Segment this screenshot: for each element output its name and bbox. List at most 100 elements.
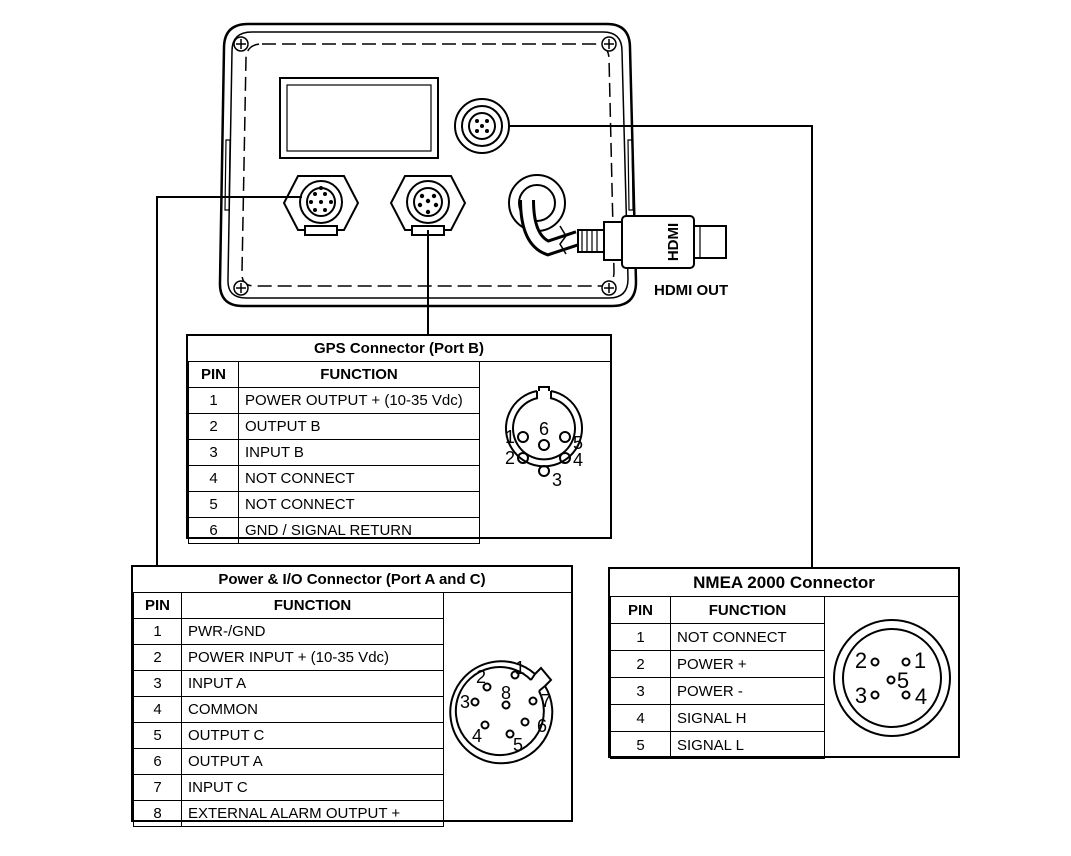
pin-cell: 2 bbox=[133, 644, 182, 671]
pin-cell: 5 bbox=[133, 722, 182, 749]
gps-pin-label: 4 bbox=[573, 450, 583, 470]
function-cell: NOT CONNECT bbox=[670, 623, 825, 651]
function-header: FUNCTION bbox=[238, 361, 480, 388]
leader-lines bbox=[156, 125, 813, 570]
power-table-title: Power & I/O Connector (Port A and C) bbox=[133, 567, 571, 593]
function-cell: INPUT A bbox=[181, 670, 444, 697]
gps-pinout: 1 6 5 2 4 3 bbox=[505, 386, 583, 490]
power-pin-label: 7 bbox=[541, 691, 551, 711]
pin-header: PIN bbox=[133, 592, 182, 619]
display-window bbox=[279, 77, 439, 159]
pin-cell: 5 bbox=[188, 491, 239, 518]
pin-cell: 4 bbox=[188, 465, 239, 492]
hdmi-out-label: HDMI OUT bbox=[654, 282, 729, 299]
device-housing bbox=[218, 22, 638, 308]
gps-port bbox=[389, 175, 467, 236]
power-pin-label: 3 bbox=[460, 692, 470, 712]
pin-cell: 1 bbox=[610, 623, 671, 651]
pin-cell: 6 bbox=[188, 517, 239, 544]
function-cell: POWER + bbox=[670, 650, 825, 678]
power-pin-label: 6 bbox=[537, 716, 547, 736]
gps-pin-label: 6 bbox=[539, 419, 549, 439]
function-cell: COMMON bbox=[181, 696, 444, 723]
pin-cell: 3 bbox=[133, 670, 182, 697]
pin-cell: 3 bbox=[610, 677, 671, 705]
corner-screws bbox=[233, 36, 617, 296]
function-cell: PWR-/GND bbox=[181, 618, 444, 645]
function-cell: INPUT B bbox=[238, 439, 480, 466]
function-cell: NOT CONNECT bbox=[238, 465, 480, 492]
pin-cell: 1 bbox=[188, 387, 239, 414]
hdmi-plug bbox=[577, 215, 727, 269]
function-cell: OUTPUT B bbox=[238, 413, 480, 440]
pin-cell: 7 bbox=[133, 774, 182, 801]
function-cell: POWER - bbox=[670, 677, 825, 705]
pin-cell: 6 bbox=[133, 748, 182, 775]
gps-pin-label: 2 bbox=[505, 448, 515, 468]
pin-cell: 4 bbox=[133, 696, 182, 723]
gps-pin-label: 3 bbox=[552, 470, 562, 490]
nmea-table-title: NMEA 2000 Connector bbox=[610, 569, 958, 597]
function-cell: OUTPUT C bbox=[181, 722, 444, 749]
function-cell: SIGNAL H bbox=[670, 704, 825, 732]
power-port bbox=[282, 175, 360, 236]
pin-cell: 3 bbox=[188, 439, 239, 466]
power-pinout: 1 2 3 4 5 6 7 8 bbox=[449, 658, 554, 765]
gps-pin-label: 5 bbox=[573, 433, 583, 453]
pin-header: PIN bbox=[610, 596, 671, 624]
pin-cell: 4 bbox=[610, 704, 671, 732]
pin-header: PIN bbox=[188, 361, 239, 388]
nmea-pin-label: 3 bbox=[855, 683, 867, 708]
hdmi-plug-text: HDMI bbox=[665, 223, 682, 261]
nmea-pin-label: 4 bbox=[915, 684, 927, 709]
function-header: FUNCTION bbox=[670, 596, 825, 624]
pin-cell: 2 bbox=[610, 650, 671, 678]
power-io-connector-table: Power & I/O Connector (Port A and C) PIN… bbox=[131, 565, 573, 827]
pin-cell: 1 bbox=[133, 618, 182, 645]
function-cell: OUTPUT A bbox=[181, 748, 444, 775]
power-pin-label: 8 bbox=[501, 683, 511, 703]
nmea-pin-label: 1 bbox=[914, 648, 926, 673]
function-header: FUNCTION bbox=[181, 592, 444, 619]
power-pin-label: 4 bbox=[472, 726, 482, 746]
gps-pin-label: 1 bbox=[505, 427, 515, 447]
power-pin-label: 2 bbox=[476, 667, 486, 687]
pin-cell: 5 bbox=[610, 731, 671, 759]
nmea-pin-label: 5 bbox=[897, 668, 909, 693]
nmea-pinout: 2 1 5 3 4 bbox=[833, 619, 951, 737]
pin-cell: 2 bbox=[188, 413, 239, 440]
pin-cell: 8 bbox=[133, 800, 182, 827]
function-cell: NOT CONNECT bbox=[238, 491, 480, 518]
gps-table-title: GPS Connector (Port B) bbox=[188, 336, 610, 362]
function-cell: POWER OUTPUT + (10-35 Vdc) bbox=[238, 387, 480, 414]
power-pin-label: 1 bbox=[515, 658, 525, 678]
nmea-pin-label: 2 bbox=[855, 648, 867, 673]
function-cell: GND / SIGNAL RETURN bbox=[238, 517, 480, 544]
function-cell: POWER INPUT + (10-35 Vdc) bbox=[181, 644, 444, 671]
